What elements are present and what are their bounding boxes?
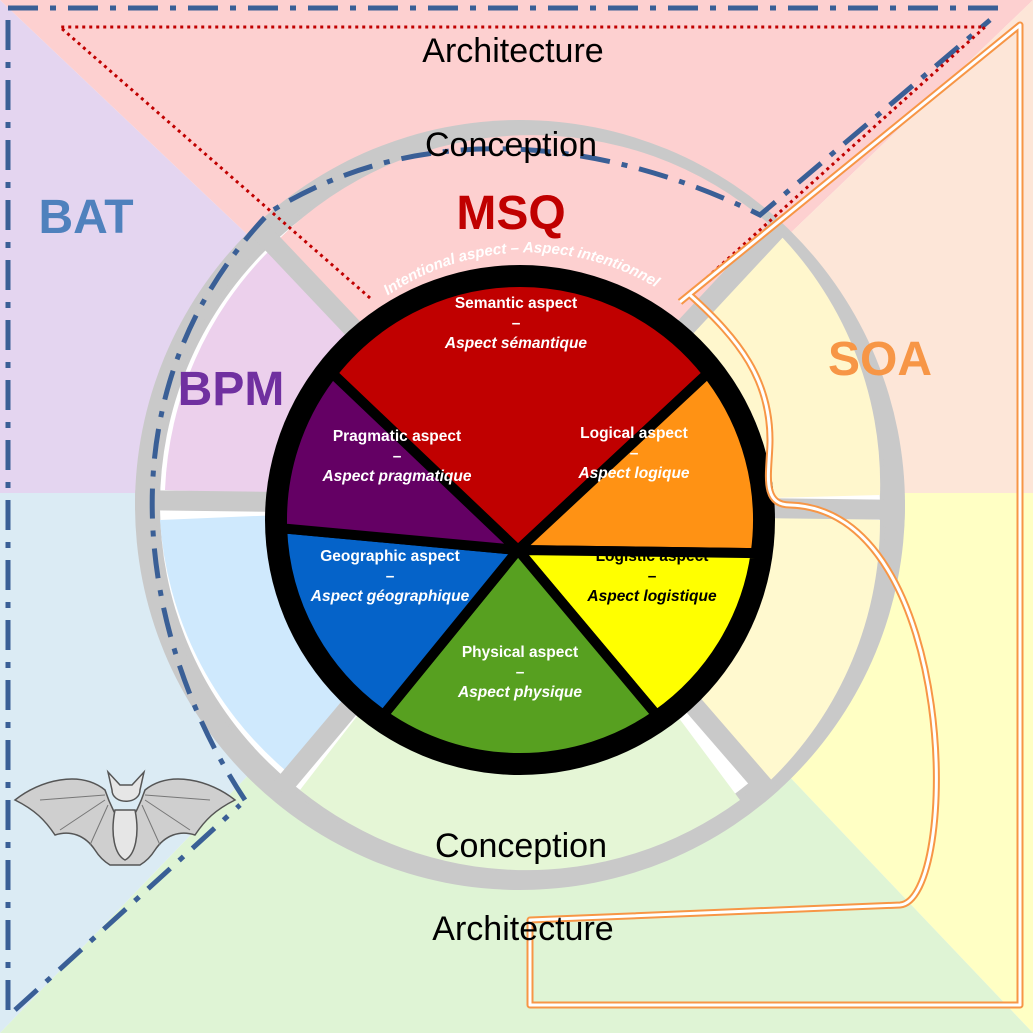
soa-label: SOA — [828, 333, 932, 386]
architecture-top-label: Architecture — [422, 32, 603, 70]
conception-bottom-label: Conception — [435, 827, 607, 865]
segment-pragmatic-dash: – — [393, 448, 402, 465]
segment-pragmatic-name: Pragmatic aspect — [333, 428, 461, 445]
bat-illustration — [13, 769, 237, 866]
bat-boundary — [5, 5, 998, 1020]
aspects-wheel — [265, 265, 775, 775]
segment-semantic-dash: – — [512, 315, 521, 332]
architecture-bottom-label: Architecture — [432, 910, 613, 948]
segment-semantic — [327, 277, 713, 555]
segment-geographic-dash: – — [386, 568, 395, 585]
segment-semantic-translation: Aspect sémantique — [444, 335, 588, 352]
segment-semantic-name: Semantic aspect — [455, 295, 577, 312]
segment-logical — [513, 368, 763, 559]
msq-boundary — [56, 25, 989, 304]
segment-logistic-name: Logistic aspect — [596, 548, 709, 565]
segment-pragmatic — [277, 368, 523, 555]
segment-geographic — [277, 523, 523, 720]
msq-label: MSQ — [456, 187, 565, 240]
segment-geographic-name: Geographic aspect — [320, 548, 460, 565]
conception-top-label: Conception — [425, 126, 597, 164]
segment-physical-dash: – — [516, 664, 525, 681]
segment-logical-dash: – — [630, 445, 639, 462]
segment-geographic-translation: Aspect géographique — [310, 588, 470, 605]
segment-physical-name: Physical aspect — [462, 644, 578, 661]
segment-logistic-dash: – — [648, 568, 657, 585]
soa-boundary — [526, 21, 1024, 1009]
segment-logistic — [513, 545, 761, 720]
segment-logical-name: Logical aspect — [580, 425, 688, 442]
bpm-label: BPM — [178, 363, 285, 416]
segment-logistic-translation: Aspect logistique — [586, 588, 717, 605]
segment-physical-translation: Aspect physique — [457, 684, 582, 701]
segment-logical-translation: Aspect logique — [577, 465, 689, 482]
segment-pragmatic-translation: Aspect pragmatique — [321, 468, 471, 485]
bat-label: BAT — [38, 191, 133, 244]
segment-physical — [378, 545, 662, 763]
